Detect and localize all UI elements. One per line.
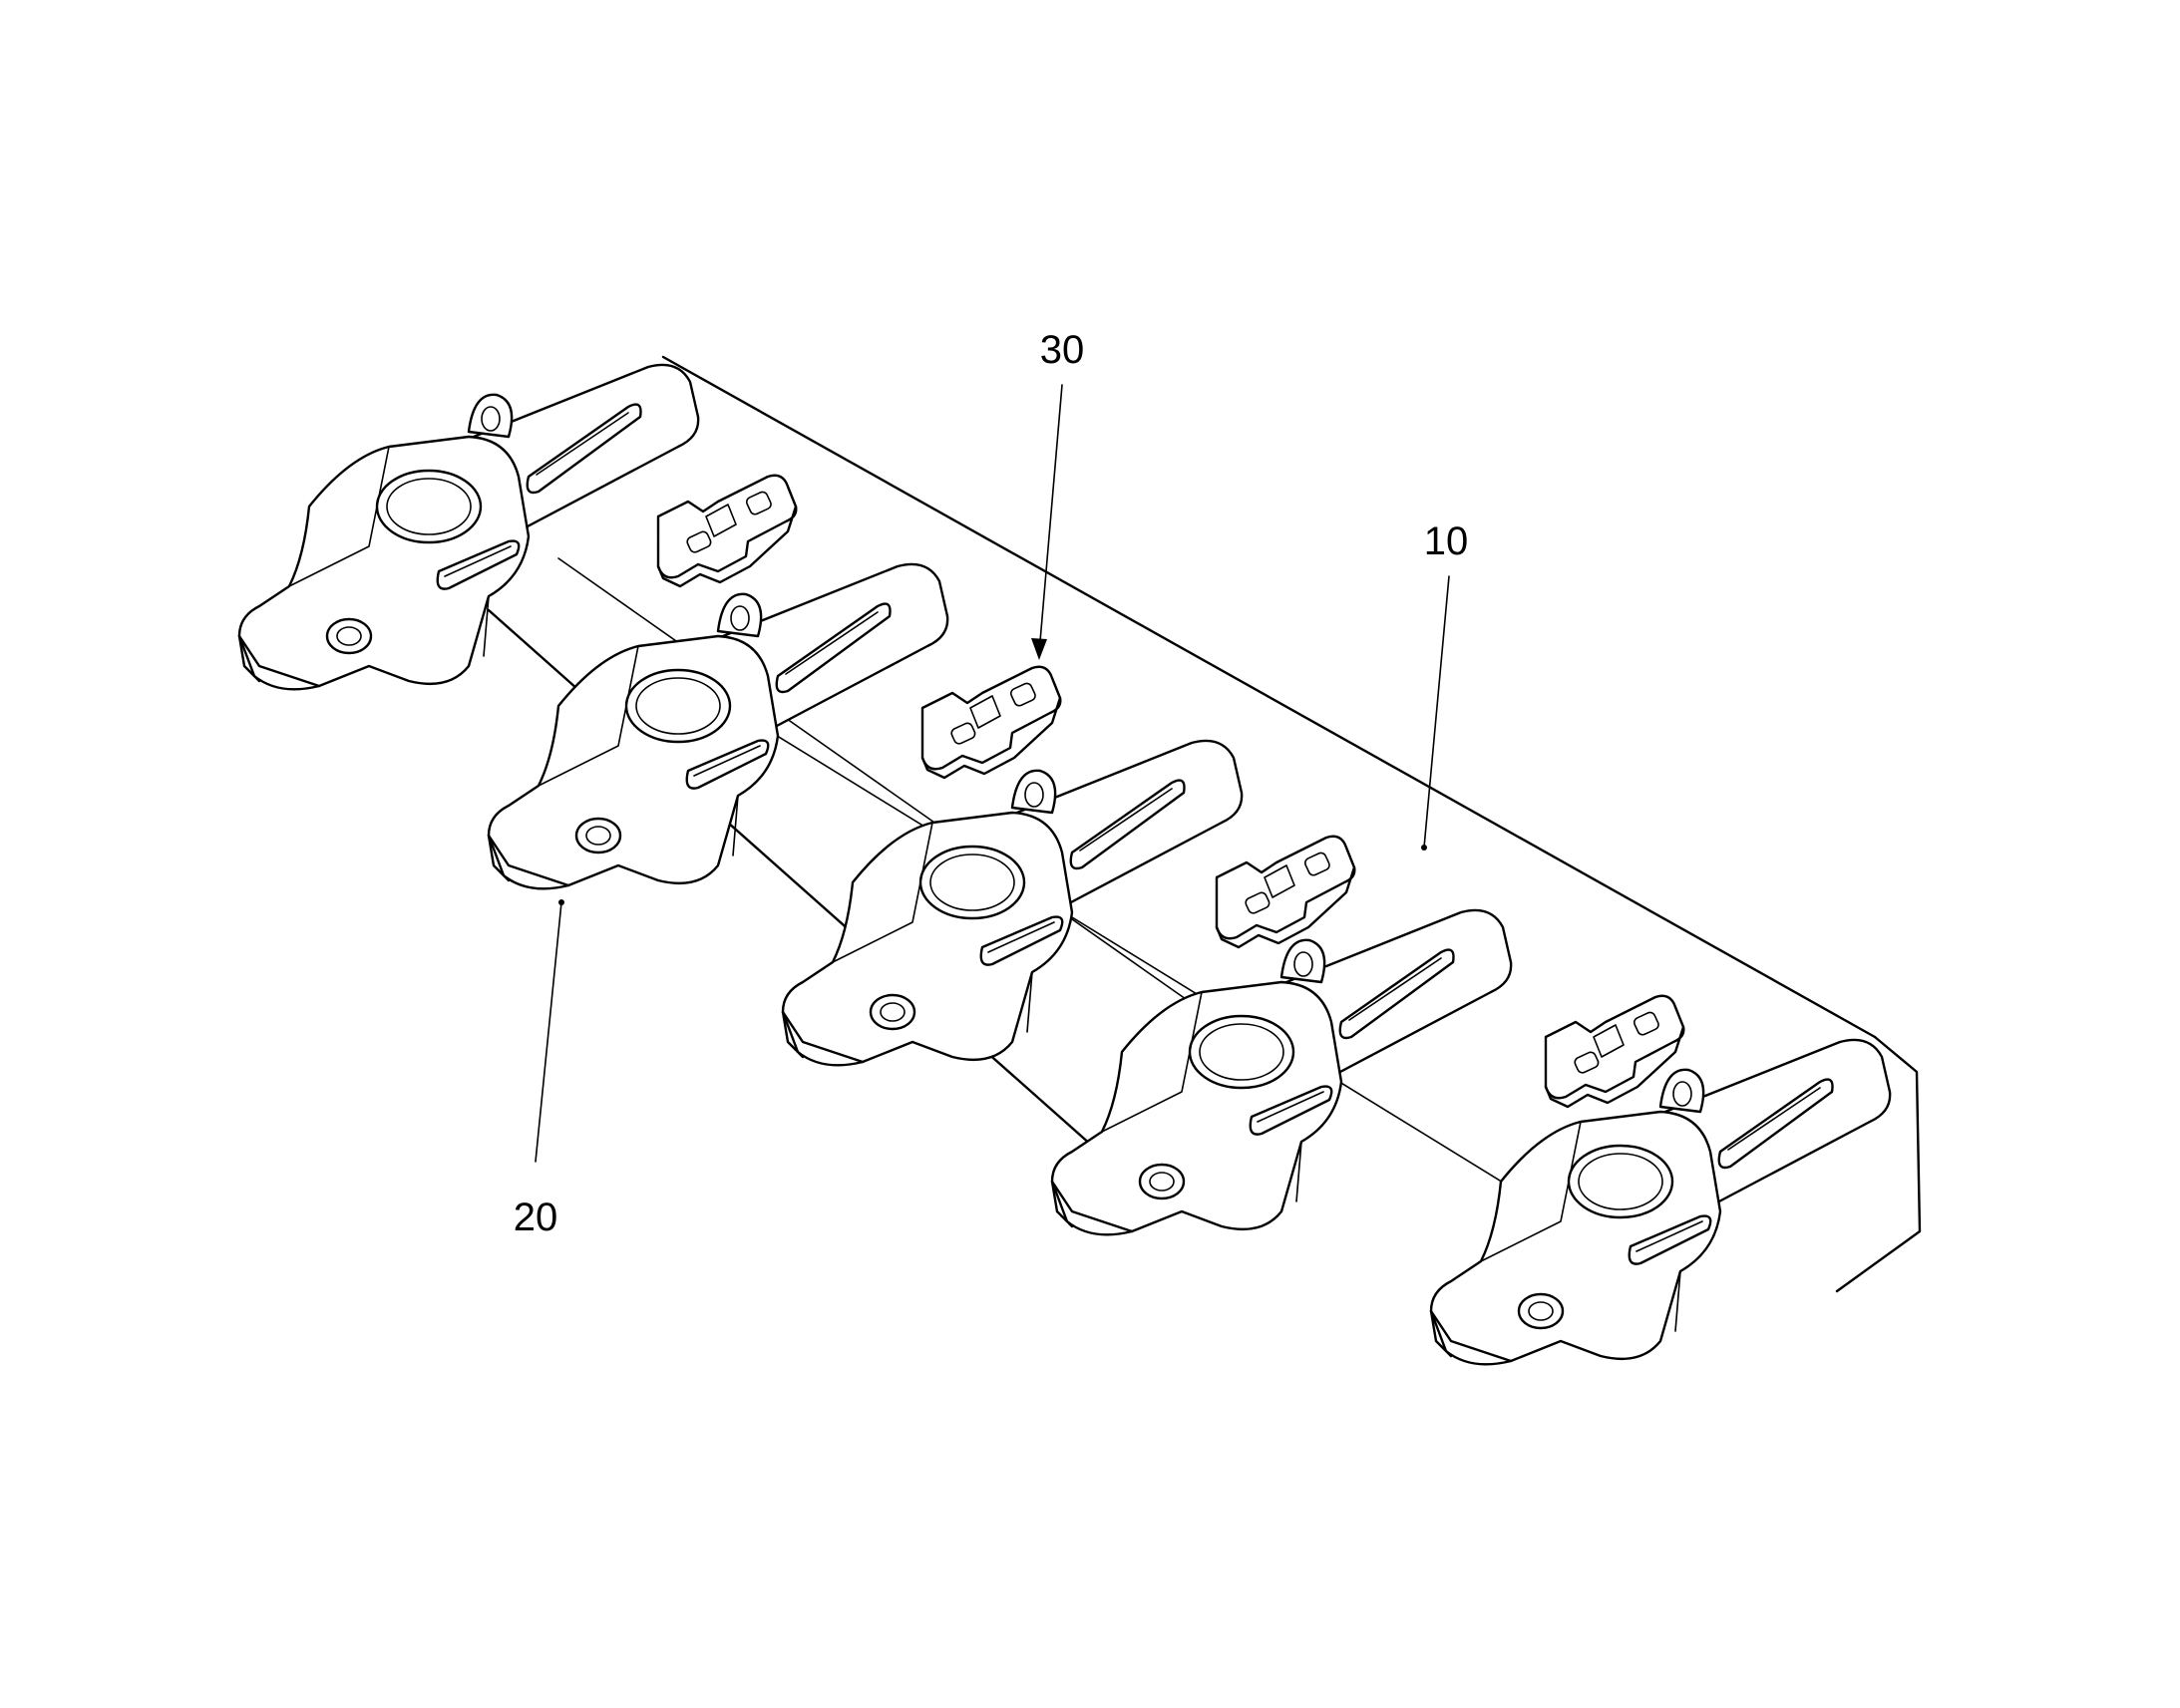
leader-line-30: [1038, 384, 1063, 654]
tooth-adapter-1: [237, 363, 700, 691]
arrowhead-30: [1031, 638, 1047, 660]
tooth-adapter-5: [1429, 1038, 1892, 1366]
leader-dot-10: [1421, 845, 1427, 851]
leader-line-10: [1423, 575, 1450, 849]
wear-protector-3: [1215, 835, 1356, 949]
tooth-adapter-4: [1050, 908, 1513, 1236]
wear-protector-1: [656, 474, 798, 588]
ref-numeral-10: 10: [1424, 519, 1469, 563]
tooth-adapter-2: [487, 562, 949, 890]
ref-numeral-30: 30: [1040, 328, 1085, 372]
wear-protector-2: [920, 665, 1062, 780]
ref-numeral-20: 20: [514, 1196, 558, 1239]
leader-line-20: [535, 901, 562, 1163]
leader-dot-20: [558, 899, 564, 905]
